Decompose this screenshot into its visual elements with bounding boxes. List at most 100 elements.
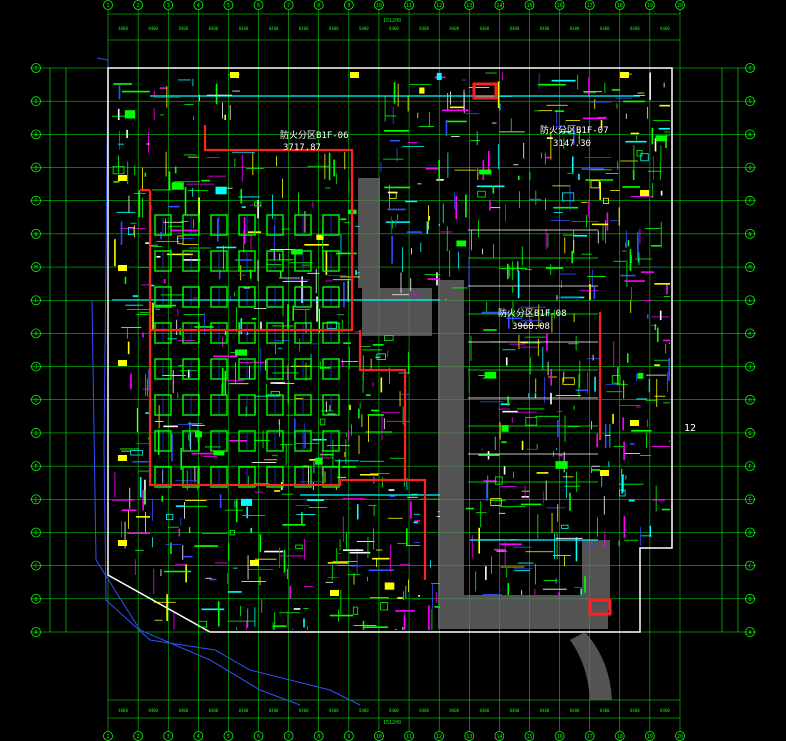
- axis-bubble-label: M: [34, 265, 37, 271]
- equipment-symbol: [295, 544, 303, 549]
- axis-bubble-label: T: [748, 66, 751, 72]
- axis-bubble: [675, 0, 685, 10]
- dimension-label: 8400: [269, 708, 279, 713]
- axis-bubble-label: 9: [347, 734, 350, 740]
- axis-bubble: [343, 0, 354, 10]
- equipment-symbol: [197, 620, 207, 628]
- equipment-symbol: [637, 372, 644, 379]
- ramp-curve: [570, 632, 612, 700]
- axis-bubble: [31, 295, 41, 306]
- zone-area: 3717.87: [283, 143, 321, 153]
- axis-bubble: [614, 0, 625, 10]
- axis-bubble: [745, 394, 755, 405]
- axis-bubble: [745, 162, 755, 173]
- building-outline: [107, 67, 673, 633]
- axis-bubble: [464, 0, 475, 10]
- riser-marker: [118, 360, 127, 366]
- axis-bubble-label: B: [34, 597, 37, 603]
- equipment-symbol: [525, 416, 538, 426]
- axis-bubble-label: A: [748, 630, 751, 636]
- axis-bubble: [644, 0, 655, 10]
- riser-marker: [330, 590, 339, 596]
- zone-area: 3968.08: [512, 322, 550, 332]
- axis-bubble: [745, 96, 755, 107]
- equipment-symbol: [352, 606, 359, 615]
- riser-marker: [350, 72, 359, 78]
- axis-bubble-label: K: [34, 331, 37, 337]
- axis-bubble-label: 3: [167, 734, 170, 740]
- axis-bubble-label: 12: [436, 3, 442, 9]
- axis-bubble-label: K: [748, 331, 751, 337]
- axis-bubble: [31, 228, 41, 239]
- axis-bubble: [31, 494, 41, 505]
- equipment-symbol: [124, 110, 136, 119]
- equipment-symbol: [384, 335, 394, 341]
- axis-bubble-label: M: [748, 265, 751, 271]
- dimension-label: 8400: [239, 26, 249, 31]
- axis-bubble-label: F: [748, 464, 751, 470]
- axis-bubble-label: 8: [317, 3, 320, 9]
- axis-bubble-label: H: [34, 398, 37, 404]
- axis-bubble-label: P: [34, 199, 37, 205]
- axis-bubble-label: T: [34, 66, 37, 72]
- equipment-symbol: [562, 192, 575, 202]
- dimension-label: 8400: [570, 708, 580, 713]
- axis-bubble: [31, 361, 41, 372]
- dimension-label: 4800: [118, 26, 128, 31]
- axis-bubble-label: 20: [677, 734, 683, 740]
- axis-bubble-label: 9: [347, 3, 350, 9]
- axis-bubble: [554, 0, 565, 10]
- equipment-symbol: [380, 602, 389, 611]
- axis-bubble-label: E: [34, 497, 37, 503]
- axis-bubble-label: L: [34, 298, 37, 304]
- dimension-label: 8400: [479, 26, 489, 31]
- total-dimension-bottom: 151200: [383, 720, 401, 726]
- axis-bubble-label: 13: [466, 734, 472, 740]
- dimension-label: 8400: [329, 708, 339, 713]
- riser-marker: [600, 470, 609, 476]
- equipment-symbol: [388, 192, 397, 199]
- axis-bubble-label: 18: [617, 3, 623, 9]
- dimension-label: 8400: [510, 26, 520, 31]
- equipment-symbol: [171, 182, 184, 190]
- axis-bubble-label: P: [748, 199, 751, 205]
- dimension-label: 8400: [570, 26, 580, 31]
- site-boundary-line-2: [91, 299, 301, 706]
- equipment-symbol: [376, 353, 386, 360]
- axis-bubble: [313, 0, 324, 10]
- equipment-symbol: [215, 186, 227, 195]
- axis-bubble-label: 2: [137, 3, 140, 9]
- equipment-symbol: [319, 418, 326, 426]
- equipment-symbol: [636, 149, 643, 157]
- axis-bubble-label: 12: [436, 734, 442, 740]
- equipment-symbol: [326, 321, 338, 329]
- axis-bubble: [31, 195, 41, 206]
- axis-bubble-label: 19: [647, 734, 653, 740]
- axis-bubble: [745, 328, 755, 339]
- equipment-symbol: [619, 489, 626, 497]
- axis-bubble: [745, 527, 755, 538]
- axis-bubble-label: 16: [557, 3, 563, 9]
- axis-bubble: [31, 593, 41, 604]
- zone-label-07: 防火分区B1F-07 3147.30: [540, 124, 609, 149]
- axis-bubble-label: 14: [496, 3, 502, 9]
- riser-marker: [250, 560, 259, 566]
- equipment-symbol: [477, 190, 486, 198]
- axis-bubble: [193, 0, 204, 10]
- dimension-label: 8400: [600, 26, 610, 31]
- dimension-label: 8400: [540, 26, 550, 31]
- axis-bubble-label: 17: [587, 3, 593, 9]
- axis-bubble-label: E: [748, 497, 751, 503]
- axis-bubble-label: R: [748, 132, 752, 138]
- axis-bubble-label: N: [748, 232, 751, 238]
- axis-bubble: [163, 0, 174, 10]
- equipment-symbol: [603, 197, 609, 204]
- axis-bubble-label: F: [34, 464, 37, 470]
- equipment-symbol: [436, 72, 442, 81]
- dimension-label: 8400: [148, 26, 158, 31]
- equipment-symbol: [562, 377, 575, 385]
- equipment-symbol: [590, 180, 600, 189]
- axis-bubble: [133, 0, 144, 10]
- equipment-symbol: [479, 169, 492, 175]
- zone-title: 防火分区B1F-07: [540, 124, 609, 136]
